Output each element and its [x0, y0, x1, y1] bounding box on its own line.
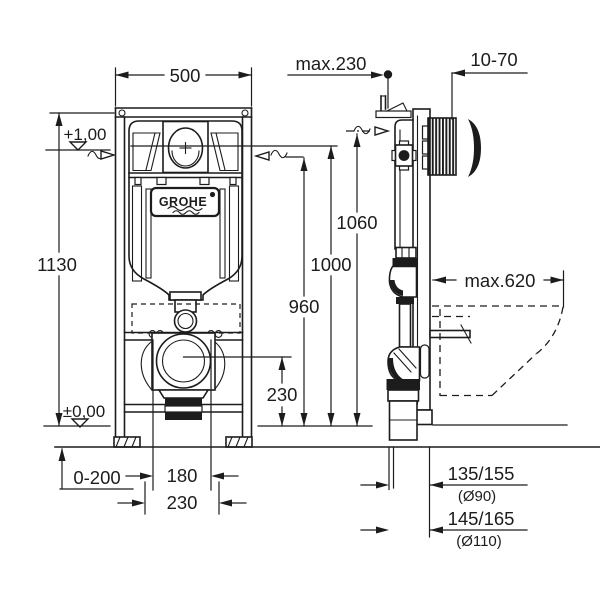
- dim-label-180: 180: [167, 465, 198, 486]
- level-mark-plus100: +1,00: [45, 125, 117, 160]
- dimension-outlet-height-230: 230: [182, 356, 298, 427]
- cistern-shoulder-right: [210, 132, 239, 172]
- drain-socket-front: [151, 332, 216, 420]
- level-wave-arrow-side: [346, 125, 391, 136]
- grohe-logo-text: GROHE: [159, 195, 207, 209]
- dim-label-1060: 1060: [336, 212, 377, 233]
- dimension-1060: 1060: [336, 133, 378, 427]
- side-rail: [412, 108, 433, 426]
- grohe-wave-icon: [167, 205, 203, 212]
- dimension-10-70: 10-70: [451, 49, 528, 120]
- cistern-front: GROHE: [128, 120, 243, 301]
- dimension-bolt-spacing-180: 180: [125, 465, 239, 486]
- dimension-bottom-230: 230: [117, 492, 247, 513]
- height-dimensions: 960 1000 1060: [130, 133, 378, 427]
- dimension-floor-adjust: 0-200: [58, 448, 134, 490]
- dim-label-0-200: 0-200: [73, 467, 120, 488]
- dim-label-500: 500: [170, 65, 201, 86]
- dim-label-1130: 1130: [37, 254, 77, 275]
- cistern-shoulder-left: [132, 132, 161, 172]
- dimension-960: 960: [253, 149, 320, 427]
- rail-slot: [419, 344, 430, 379]
- dimension-1000: 1000: [310, 145, 352, 427]
- grohe-logo: GROHE: [149, 186, 221, 218]
- flush-plate-side-icon: [468, 119, 481, 177]
- front-view: GROHE: [113, 107, 253, 515]
- piping-side: [386, 246, 430, 491]
- dim-label-max620: max.620: [465, 270, 536, 291]
- dim-label-145-165: 145/165: [448, 508, 515, 529]
- dim-label-135-155: 135/155: [448, 463, 515, 484]
- corner-screw-icon: [241, 109, 249, 117]
- corner-screw-icon: [118, 109, 126, 117]
- dimension-max620: max.620: [432, 270, 565, 308]
- level-label-zero: ±0,00: [63, 402, 105, 421]
- cistern-side: [391, 119, 417, 250]
- registered-mark-dot: [209, 191, 216, 198]
- wall-spacer-hatched: [427, 117, 457, 176]
- supply-valve-dot: [398, 150, 410, 161]
- supply-wave-arrow-right: [270, 149, 288, 159]
- dim-label-max230: max.230: [296, 53, 367, 74]
- dim-label-dia110: (Ø110): [456, 533, 502, 550]
- flush-pipe-front: [169, 291, 202, 333]
- floor-lines: [54, 424, 600, 448]
- dimension-max230: max.230: [287, 53, 393, 109]
- reference-point-dot: [383, 70, 393, 79]
- dim-label-10-70: 10-70: [470, 49, 517, 70]
- wc-bowl-outline: [432, 305, 564, 397]
- dim-label-960: 960: [289, 296, 320, 317]
- mounting-rod: [429, 324, 472, 344]
- level-triangle-icon: [70, 418, 90, 428]
- flush-button-icon: [167, 127, 204, 169]
- actuator-assembly: [421, 117, 481, 177]
- dim-label-1000: 1000: [310, 254, 351, 275]
- dim-label-outlet-230: 230: [267, 384, 298, 405]
- dim-label-bottom-230: 230: [167, 492, 198, 513]
- frame-foot-right: [225, 436, 253, 448]
- dim-label-dia90: (Ø90): [458, 488, 496, 505]
- frame-foot-left: [113, 436, 141, 448]
- side-view: [346, 95, 564, 491]
- level-label-plus100: +1,00: [63, 125, 106, 144]
- dimension-width-500: 500: [114, 65, 253, 107]
- dimension-height-1130: 1130: [37, 112, 115, 427]
- level-triangle-icon: [68, 141, 88, 151]
- dimension-offset-145-165: 145/165 (Ø110): [360, 446, 528, 550]
- wall-bracket: [375, 95, 412, 119]
- water-supply-fitting: [391, 140, 417, 171]
- dimension-offset-135-155: 135/155 (Ø90): [360, 463, 528, 505]
- level-mark-zero: ±0,00: [43, 402, 111, 428]
